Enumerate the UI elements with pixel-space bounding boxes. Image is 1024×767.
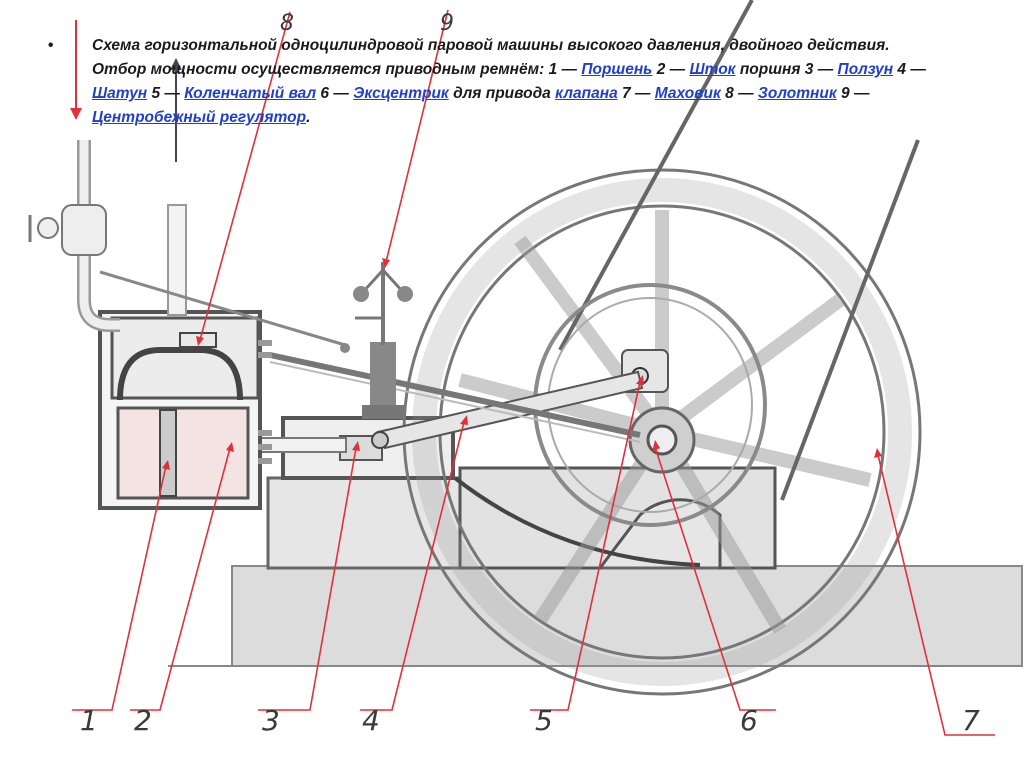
label-6: 6 (740, 704, 758, 737)
caption-segment: . (306, 109, 311, 126)
belt-line-left (558, 0, 754, 351)
leader-6 (655, 449, 776, 711)
caption-segment: 6 — (316, 85, 354, 102)
leader-9-arrowhead (382, 258, 390, 268)
bed-curve (453, 476, 701, 567)
label-8: 8 (280, 11, 294, 36)
caption: • Схема горизонтальной одноцилиндровой п… (48, 34, 948, 130)
label-5: 5 (535, 704, 553, 737)
caption-link[interactable]: Золотник (757, 85, 837, 102)
label-7: 7 (962, 704, 980, 737)
label-9: 9 (440, 11, 454, 36)
exhaust-arrowhead (170, 58, 182, 70)
caption-segment: 8 — (720, 85, 758, 102)
leader-8-arrowhead (196, 336, 204, 346)
belt-line-right (780, 139, 920, 501)
caption-segment: поршня 3 — (735, 61, 838, 78)
leader-9 (385, 9, 449, 263)
caption-link[interactable]: клапана (555, 85, 618, 102)
caption-segment: Схема горизонтальной одноцилиндровой пар… (92, 37, 890, 78)
leader-7 (877, 454, 995, 736)
leader-2 (130, 447, 231, 711)
caption-link[interactable]: Центробежный регулятор (92, 109, 307, 126)
leader-3-arrowhead (352, 441, 360, 451)
bullet: • (48, 37, 54, 54)
base-platform (231, 565, 1023, 667)
valve-chest (110, 316, 260, 400)
exhaust-pipe (167, 204, 187, 316)
eccentric-rod (269, 352, 641, 438)
caption-text: Схема горизонтальной одноцилиндровой пар… (92, 34, 948, 130)
caption-link[interactable]: Поршень (581, 61, 653, 78)
governor-linkage (99, 270, 346, 347)
leader-8 (199, 11, 291, 341)
caption-segment: 9 — (836, 85, 870, 102)
leader-1-arrowhead (162, 460, 170, 470)
leader-4 (360, 421, 465, 711)
caption-segment: 5 — (147, 85, 185, 102)
caption-segment: 2 — (652, 61, 690, 78)
label-1: 1 (80, 704, 98, 737)
leader-4-arrowhead (460, 415, 468, 425)
caption-link[interactable]: Маховик (654, 85, 721, 102)
label-2: 2 (134, 704, 152, 737)
caption-link[interactable]: Эксцентрик (353, 85, 449, 102)
label-3: 3 (262, 704, 280, 737)
crank-hub-inner (646, 424, 678, 456)
leader-7-arrowhead (874, 448, 882, 458)
stop-valve (28, 204, 107, 256)
caption-segment: 7 — (617, 85, 655, 102)
leader-5 (530, 381, 641, 711)
cylinder-chamber (116, 406, 250, 500)
caption-segment: для привода (448, 85, 556, 102)
caption-link[interactable]: Шток (689, 61, 736, 78)
leader-1 (72, 465, 167, 711)
leader-5-arrowhead (636, 375, 644, 385)
leader-2-arrowhead (226, 442, 234, 452)
steam-ports (117, 347, 243, 401)
leader-6-arrowhead (652, 440, 660, 452)
steam-pipe-inner (79, 140, 120, 330)
caption-link[interactable]: Коленчатый вал (184, 85, 317, 102)
steam-inlet-arrowhead (70, 108, 82, 120)
centrifugal-governor (353, 262, 413, 419)
cylinder-flanges (258, 340, 272, 464)
caption-link[interactable]: Ползун (837, 61, 894, 78)
label-4: 4 (362, 704, 380, 737)
governor-linkage-pivot (340, 343, 350, 353)
leader-3 (258, 447, 357, 711)
eccentric-rod-edge (269, 361, 641, 443)
caption-link[interactable]: Шатун (92, 85, 148, 102)
caption-segment: 4 — (893, 61, 926, 78)
crosshead-pin (371, 431, 389, 449)
